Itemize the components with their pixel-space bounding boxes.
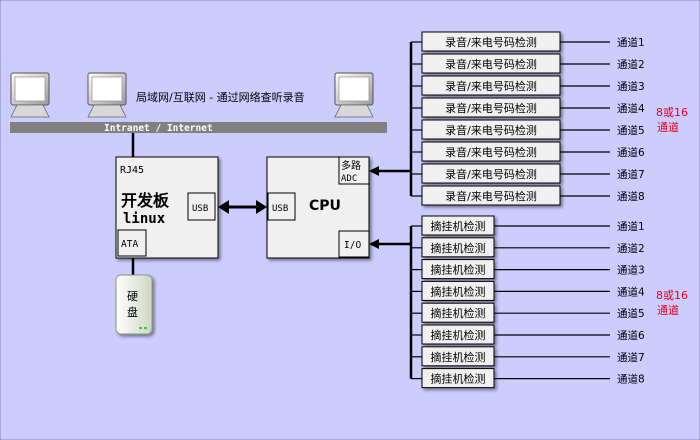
recorder-box-label: 录音/来电号码检测 [445,35,537,49]
board-usb-port [187,192,216,221]
hard-disk-icon: 硬 盘 [115,274,153,335]
monitor-icon [87,72,127,118]
recorder-channel-label: 通道2 [617,58,645,71]
recorder-channel-label: 通道5 [617,124,645,137]
hook-detect-box-label: 摘挂机检测 [431,350,486,364]
hook-channel-note-2: 通道 [657,303,679,317]
recorder-box [421,31,561,52]
recorder-channel-note-1: 8或16 [656,106,688,119]
usb-link-arrow [218,200,267,214]
hook-channel-note-1: 8或16 [656,289,688,302]
recorder-box-label: 录音/来电号码检测 [445,57,537,71]
hook-detect-box [421,215,495,236]
hook-detect-box-label: 摘挂机检测 [431,284,486,298]
recorder-box-label: 录音/来电号码检测 [445,101,537,115]
hook-detect-box [421,259,495,280]
hook-detect-box [421,346,495,367]
board-ata-port [117,229,147,257]
board-rj45-label: RJ45 [120,165,144,176]
hook-detect-box [421,237,495,258]
network-bar-label: Intranet / Internet [104,123,213,134]
hook-detect-box [421,368,495,389]
recorder-channel-label: 通道1 [617,36,645,49]
recorder-box [421,119,561,140]
network-bar [10,122,387,133]
cpu-block: USB CPU 多路 ADC I/O [266,156,370,259]
recorder-box-label: 录音/来电号码检测 [445,79,537,93]
hook-detect-channel-label: 通道4 [617,285,645,298]
network-caption: 局域网/互联网 - 通过网络查听录音 [136,90,305,104]
hook-detect-box-label: 摘挂机检测 [431,219,486,233]
hook-detect-box-label: 摘挂机检测 [431,306,486,320]
cpu-title: CPU [309,198,341,214]
recorder-box-label: 录音/来电号码检测 [445,145,537,159]
hook-detect-box [421,302,495,323]
recorder-group: 录音/来电号码检测通道1录音/来电号码检测通道2录音/来电号码检测通道3录音/来… [409,31,645,206]
cpu-io-label: I/O [344,240,361,251]
hook-detect-group: 摘挂机检测通道1摘挂机检测通道2摘挂机检测通道3摘挂机检测通道4摘挂机检测通道5… [409,215,645,389]
board-title: 开发板 [121,191,170,210]
hook-detect-channel-label: 通道3 [617,264,645,277]
hook-detect-channel-label: 通道7 [617,351,645,364]
hook-detect-box-label: 摘挂机检测 [431,372,486,386]
board-usb-label: USB [192,204,208,214]
monitor-icon [10,72,50,118]
recorder-box [421,97,561,118]
recorder-channel-label: 通道3 [617,80,645,93]
recorder-box [421,53,561,74]
recorder-box-label: 录音/来电号码检测 [445,123,537,137]
hook-detect-box-label: 摘挂机检测 [431,328,486,342]
hook-detect-box-label: 摘挂机检测 [431,263,486,277]
recorder-channel-label: 通道4 [617,102,645,115]
hook-detect-box-label: 摘挂机检测 [431,241,486,255]
recorder-channel-label: 通道8 [617,190,645,203]
recorder-box [421,75,561,96]
recorder-box-label: 录音/来电号码检测 [445,189,537,203]
recorder-channel-label: 通道7 [617,168,645,181]
hook-detect-box [421,324,495,345]
monitor-icon [334,72,374,118]
cpu-usb-port [267,192,296,221]
hook-detect-channel-label: 通道5 [617,307,645,320]
recorder-box-label: 录音/来电号码检测 [445,167,537,181]
board-os: linux [123,211,166,227]
recorder-channel-label: 通道6 [617,146,645,159]
recorder-box [421,141,561,162]
recorder-channel-note-2: 通道 [657,120,679,134]
board-ata-label: ATA [121,239,138,250]
recorder-box [421,163,561,184]
cpu-usb-label: USB [272,204,288,214]
disk-label-2: 盘 [127,305,138,319]
hook-detect-channel-label: 通道8 [617,373,645,386]
cpu-mux-label: 多路 [341,159,361,172]
dev-board: RJ45 开发板 linux USB ATA [115,156,219,259]
disk-label-1: 硬 [127,290,138,303]
recorder-box [421,185,561,206]
hook-detect-channel-label: 通道2 [617,242,645,255]
hook-detect-channel-label: 通道6 [617,329,645,342]
hook-detect-channel-label: 通道1 [617,220,645,233]
cpu-adc-label: ADC [341,174,357,184]
hook-detect-box [421,280,495,301]
